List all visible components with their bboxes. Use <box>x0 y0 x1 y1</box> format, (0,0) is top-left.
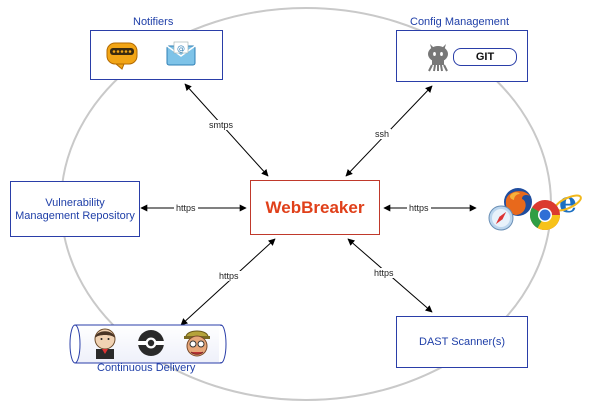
edge-label-smtps: smtps <box>207 120 236 130</box>
svg-text:@: @ <box>177 44 185 53</box>
edge-notifiers-arrow <box>184 83 269 177</box>
notifiers-caption: Notifiers <box>133 16 174 28</box>
git-label: GIT <box>453 48 517 66</box>
webbreaker-node: WebBreaker <box>250 180 380 235</box>
concourse-icon <box>135 327 167 359</box>
email-envelope-icon: @ <box>165 41 197 67</box>
vuln-repo-box: Vulnerability Management Repository <box>10 181 140 237</box>
firefox-icon <box>502 186 534 218</box>
ci-caption: Continuous Delivery <box>97 362 196 374</box>
edge-label-vuln-https: https <box>174 203 198 213</box>
dast-label: DAST Scanner(s) <box>419 336 505 348</box>
edge-label-dast-https: https <box>372 268 396 278</box>
dast-box: DAST Scanner(s) <box>396 316 528 368</box>
octocat-icon <box>420 38 456 72</box>
edge-label-ssh: ssh <box>373 129 392 139</box>
edge-label-ci-https: https <box>217 271 241 281</box>
notifiers-box: @ <box>90 30 223 80</box>
travis-icon <box>180 325 214 359</box>
safari-icon <box>488 205 514 231</box>
chrome-icon <box>528 198 562 232</box>
vuln-repo-line2: Management Repository <box>15 210 135 222</box>
vuln-repo-line1: Vulnerability <box>45 197 105 209</box>
edge-ci-arrow <box>180 238 276 326</box>
jenkins-icon <box>88 326 122 360</box>
webbreaker-label: WebBreaker <box>265 197 365 217</box>
config-caption: Config Management <box>410 16 510 28</box>
edge-label-browsers-https: https <box>407 203 431 213</box>
message-bubble-icon <box>105 40 139 70</box>
